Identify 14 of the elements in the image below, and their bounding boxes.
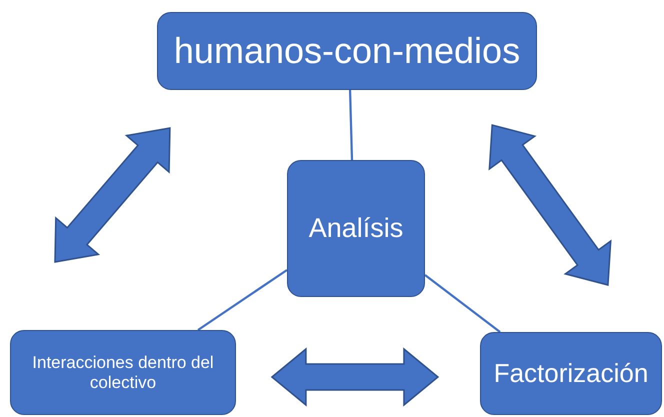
node-label: Analísis xyxy=(308,213,404,244)
double-block-arrow xyxy=(488,124,612,286)
rounded-box xyxy=(480,332,662,415)
connector-line xyxy=(348,90,354,160)
rounded-box xyxy=(157,12,537,90)
double-block-arrow xyxy=(54,127,171,263)
node-label: Factorización xyxy=(494,358,648,389)
node-label: humanos-con-medios xyxy=(174,30,520,72)
rounded-box xyxy=(10,330,236,415)
node-label: Interacciones dentro del colectivo xyxy=(31,352,215,392)
double-block-arrow xyxy=(270,347,440,407)
rounded-box xyxy=(287,160,425,297)
connector-line xyxy=(424,274,501,333)
connector-line xyxy=(197,269,288,331)
